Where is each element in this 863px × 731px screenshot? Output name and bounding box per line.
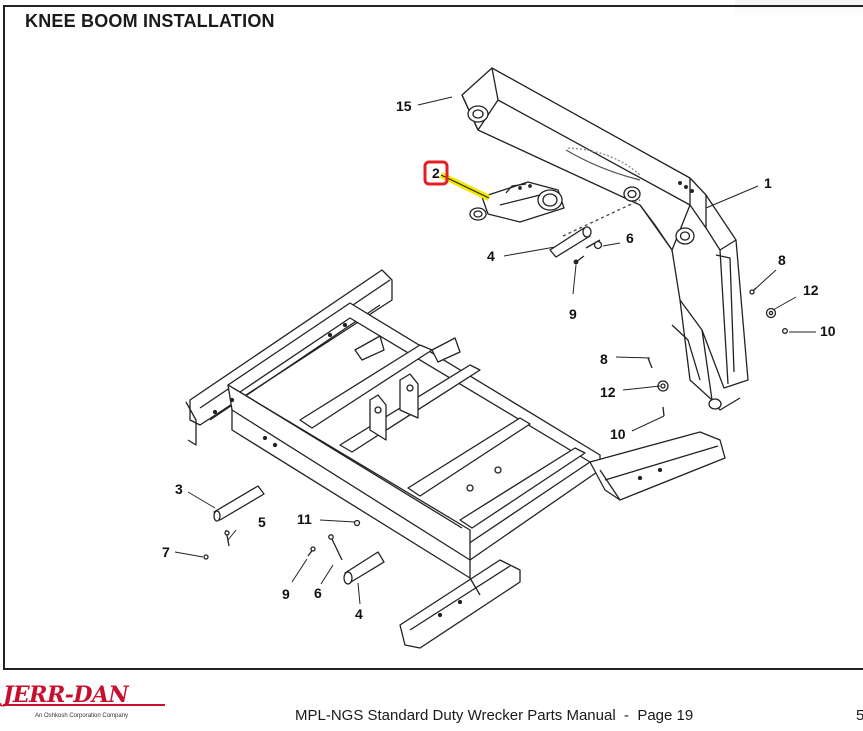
lower-pin-part <box>343 551 385 585</box>
callout-4-upper: 4 <box>487 248 495 264</box>
callout-8-middle: 8 <box>600 351 608 367</box>
lower-zerk-11 <box>353 519 361 527</box>
callout-9-upper: 9 <box>569 306 577 322</box>
callout-12-middle: 12 <box>600 384 616 400</box>
upper-pin-part <box>549 226 592 258</box>
leader-lines <box>174 96 816 605</box>
page-frame <box>3 5 863 670</box>
subframe-assembly <box>185 269 726 649</box>
callout-7: 7 <box>162 544 170 560</box>
leader-part-2 <box>440 174 490 199</box>
callout-9-lower: 9 <box>282 586 290 602</box>
logo-tagline: An Oshkosh Corporation Company <box>35 713 129 719</box>
callout-2-highlight-box <box>423 160 449 186</box>
callout-2: 2 <box>432 165 440 181</box>
page-title: KNEE BOOM INSTALLATION <box>25 11 275 31</box>
callout-4-lower: 4 <box>355 606 363 622</box>
page-number-fragment: 5 <box>856 707 863 724</box>
callout-6-lower: 6 <box>314 585 322 601</box>
callout-15: 15 <box>396 98 412 114</box>
logo-underline <box>3 704 165 706</box>
lower-left-grease-fitting <box>203 554 209 560</box>
callout-3: 3 <box>175 481 183 497</box>
manual-title-footer: MPL-NGS Standard Duty Wrecker Parts Manu… <box>295 707 694 724</box>
jerr-dan-logo: JERR-DAN An Oshkosh Corporation Company <box>3 682 168 727</box>
lower-left-bolt <box>224 529 230 547</box>
right-hardware-set <box>749 287 788 334</box>
knee-boom-part <box>461 67 749 411</box>
upper-grease-fitting <box>573 255 585 265</box>
callout-10-middle: 10 <box>610 426 626 442</box>
logo-wordmark: JERR-DAN <box>3 682 129 708</box>
cylinder-mount-part <box>469 181 565 223</box>
lower-left-pin-part <box>213 485 265 522</box>
callout-1: 1 <box>764 175 772 191</box>
callout-5: 5 <box>258 514 266 530</box>
lower-grease-fitting-9 <box>307 546 316 557</box>
callout-8-right: 8 <box>778 252 786 268</box>
upper-bolt-part <box>585 239 603 250</box>
callout-10-right: 10 <box>820 323 836 339</box>
callout-11: 11 <box>297 511 312 527</box>
callout-12-right: 12 <box>803 282 819 298</box>
lower-bolt-6 <box>328 534 343 561</box>
callout-6-upper: 6 <box>626 230 634 246</box>
